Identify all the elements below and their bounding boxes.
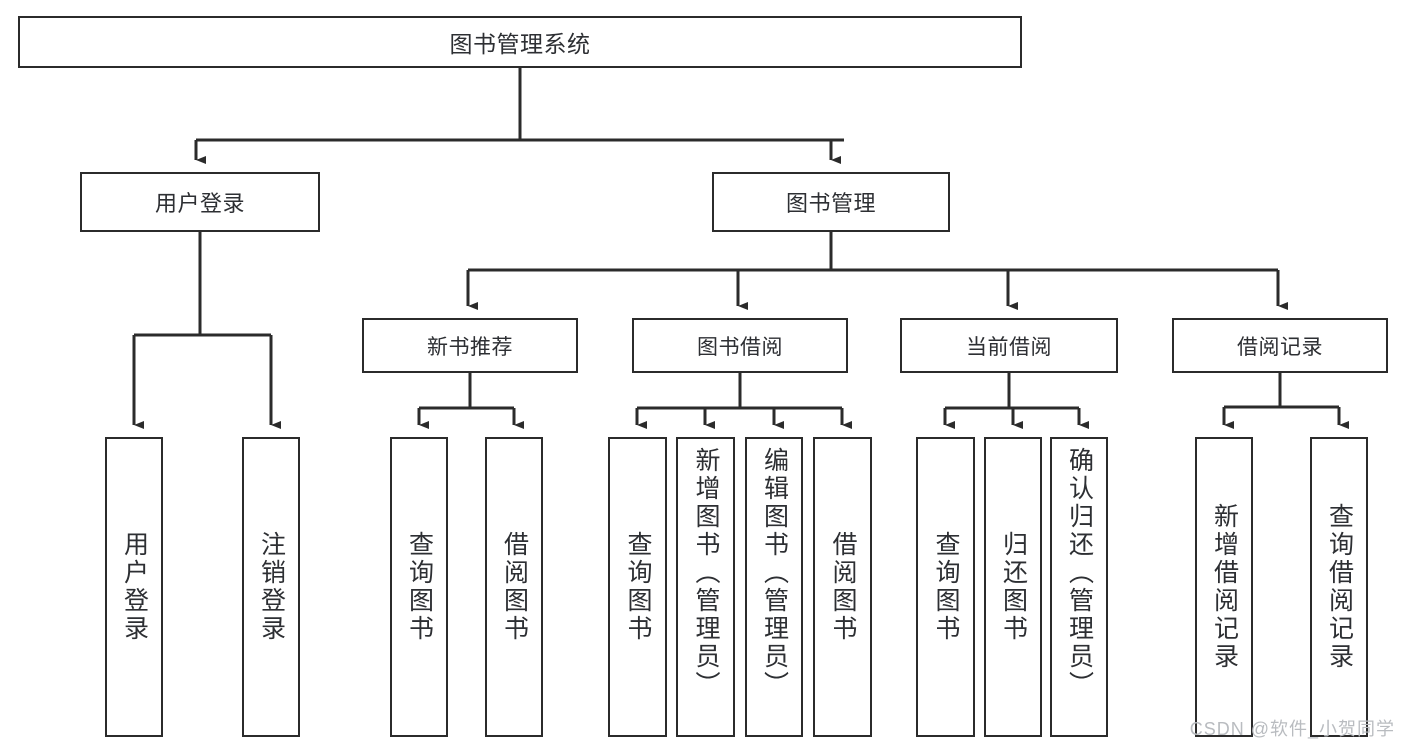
node-leaf-borrow-book-2[interactable]: 借阅图书 (813, 437, 872, 737)
node-leaf-add-book[interactable]: 新增图书（管理员） (676, 437, 735, 737)
node-book-borrow[interactable]: 图书借阅 (632, 318, 848, 373)
node-leaf-logout[interactable]: 注销登录 (242, 437, 300, 737)
node-leaf-return-book[interactable]: 归还图书 (984, 437, 1042, 737)
node-leaf-edit-book-label: 编辑图书（管理员） (760, 447, 789, 699)
node-current-borrow-label: 当前借阅 (966, 335, 1052, 359)
node-current-borrow[interactable]: 当前借阅 (900, 318, 1118, 373)
node-new-book-rec[interactable]: 新书推荐 (362, 318, 578, 373)
node-root-label: 图书管理系统 (449, 31, 591, 57)
node-leaf-logout-label: 注销登录 (257, 531, 286, 643)
node-leaf-edit-book[interactable]: 编辑图书（管理员） (745, 437, 803, 737)
node-leaf-borrow-book-1-label: 借阅图书 (500, 531, 529, 643)
node-book-borrow-label: 图书借阅 (697, 335, 783, 359)
node-leaf-query-record[interactable]: 查询借阅记录 (1310, 437, 1368, 737)
node-user-login[interactable]: 用户登录 (80, 172, 320, 232)
node-leaf-borrow-book-2-label: 借阅图书 (829, 531, 857, 643)
node-leaf-confirm-return-label: 确认归还（管理员） (1065, 447, 1094, 699)
node-root[interactable]: 图书管理系统 (18, 16, 1022, 68)
node-borrow-record-label: 借阅记录 (1237, 335, 1323, 359)
node-leaf-add-record[interactable]: 新增借阅记录 (1195, 437, 1253, 737)
node-leaf-confirm-return[interactable]: 确认归还（管理员） (1050, 437, 1108, 737)
node-leaf-user-login[interactable]: 用户登录 (105, 437, 163, 737)
node-book-manage-label: 图书管理 (785, 191, 876, 216)
node-leaf-query-record-label: 查询借阅记录 (1325, 503, 1354, 671)
node-new-book-rec-label: 新书推荐 (427, 335, 513, 359)
node-leaf-query-book-2[interactable]: 查询图书 (608, 437, 667, 737)
node-user-login-label: 用户登录 (154, 191, 245, 216)
node-leaf-user-login-label: 用户登录 (120, 531, 149, 643)
node-borrow-record[interactable]: 借阅记录 (1172, 318, 1388, 373)
node-leaf-query-book-2-label: 查询图书 (624, 531, 652, 643)
node-leaf-add-book-label: 新增图书（管理员） (692, 447, 720, 699)
watermark: CSDN @软件_小贺同学 (1189, 719, 1395, 739)
node-leaf-query-book-3[interactable]: 查询图书 (916, 437, 975, 737)
node-leaf-query-book-1[interactable]: 查询图书 (390, 437, 448, 737)
node-book-manage[interactable]: 图书管理 (712, 172, 950, 232)
node-leaf-borrow-book-1[interactable]: 借阅图书 (485, 437, 543, 737)
node-leaf-return-book-label: 归还图书 (999, 531, 1028, 643)
node-leaf-add-record-label: 新增借阅记录 (1210, 503, 1239, 671)
node-leaf-query-book-1-label: 查询图书 (405, 531, 434, 643)
node-leaf-query-book-3-label: 查询图书 (932, 531, 960, 643)
